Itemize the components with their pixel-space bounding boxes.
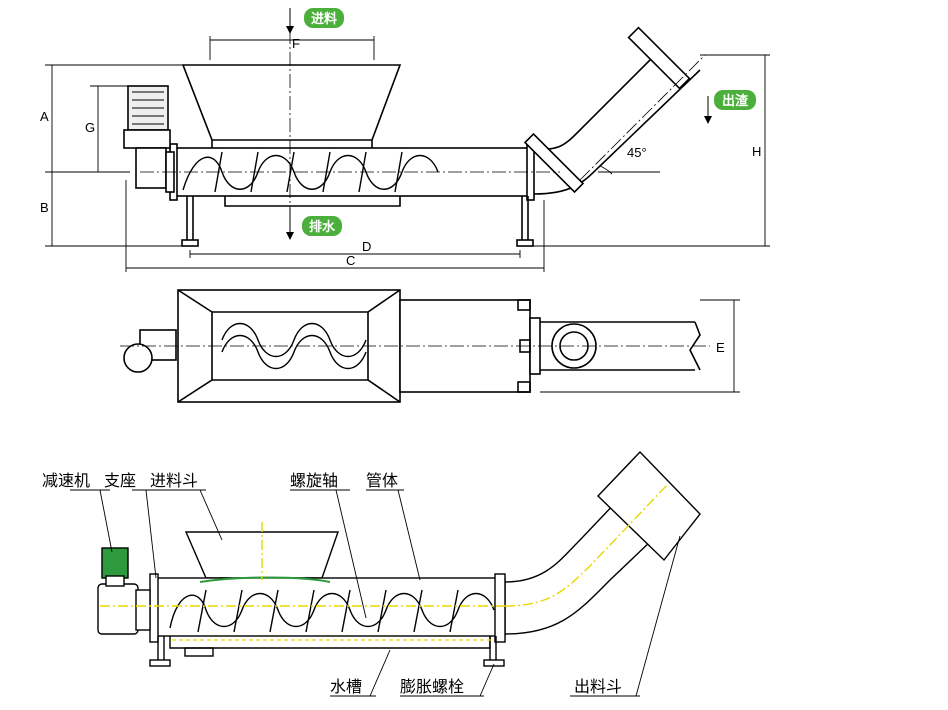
inlet-badge: 进料: [304, 8, 344, 28]
inlet-badge-text: 进料: [311, 11, 337, 27]
outlet-badge: 出渣: [714, 90, 756, 110]
dim-E: E: [716, 340, 725, 355]
dim-A: A: [40, 109, 49, 124]
dim-C: C: [346, 253, 355, 268]
outlet-badge-text: 出渣: [722, 93, 749, 109]
label-support: 支座: [104, 471, 136, 490]
dim-F: F: [292, 36, 300, 51]
drain-badge-text: 排水: [309, 219, 336, 235]
label-expansion-bolt: 膨胀螺栓: [400, 677, 464, 696]
plan-screw: [221, 323, 367, 369]
label-reducer: 减速机: [42, 471, 90, 490]
label-pipe-body: 管体: [366, 471, 398, 490]
label-inlet-hopper: 进料斗: [150, 471, 198, 490]
dim-D: D: [362, 239, 371, 254]
label-outlet-hopper: 出料斗: [574, 677, 622, 696]
assembly-view: [97, 450, 701, 667]
dim-angle: 45°: [627, 145, 647, 160]
dim-G: G: [85, 120, 95, 135]
label-screw-shaft: 螺旋轴: [290, 471, 338, 490]
elevation-view: [123, 26, 701, 247]
elevation-hopper: [181, 64, 402, 141]
leader-lines: [70, 489, 681, 697]
assembly-gearbox: [97, 583, 139, 635]
assembly-outlet-hopper: [597, 450, 701, 562]
label-water-tank: 水槽: [330, 677, 362, 696]
dim-H: H: [752, 144, 761, 159]
plan-dimension-lines: [540, 299, 740, 393]
elevation-arrows: [286, 8, 712, 240]
elevation-centerlines: [140, 30, 706, 215]
assembly-screw: [169, 589, 495, 633]
elevation-dimension-lines: [45, 36, 770, 272]
dim-B: B: [40, 200, 49, 215]
assembly-axis: [100, 483, 669, 607]
drain-badge: 排水: [302, 216, 342, 236]
